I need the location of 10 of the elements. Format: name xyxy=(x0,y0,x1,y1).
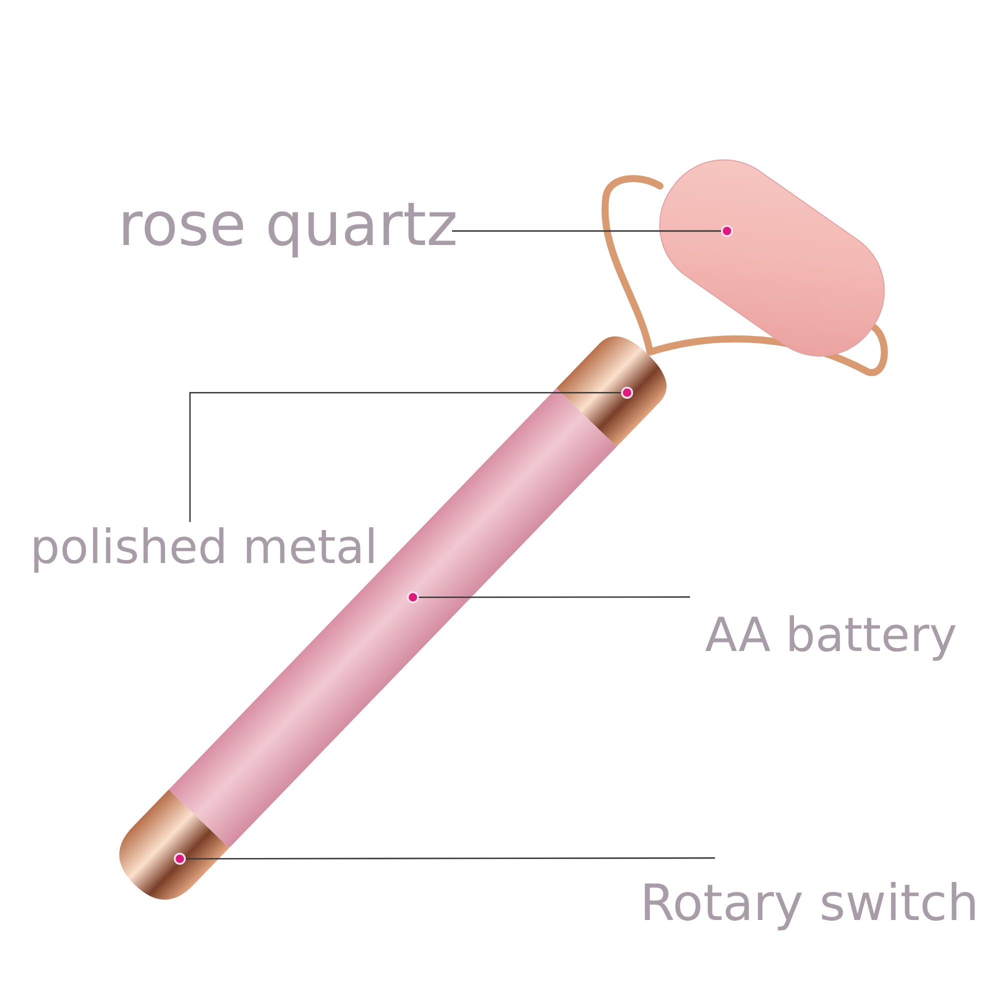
part-label: Rotary switch xyxy=(640,876,979,931)
part-label: rose quartz xyxy=(118,192,458,258)
leader-line xyxy=(406,591,690,604)
leader-line xyxy=(174,852,715,865)
top-cap xyxy=(556,336,666,447)
leader-line xyxy=(452,225,733,237)
part-label: polished metal xyxy=(30,522,378,574)
part-label: AA battery xyxy=(705,610,958,662)
end-cap xyxy=(119,790,230,900)
leader-line xyxy=(189,386,634,522)
